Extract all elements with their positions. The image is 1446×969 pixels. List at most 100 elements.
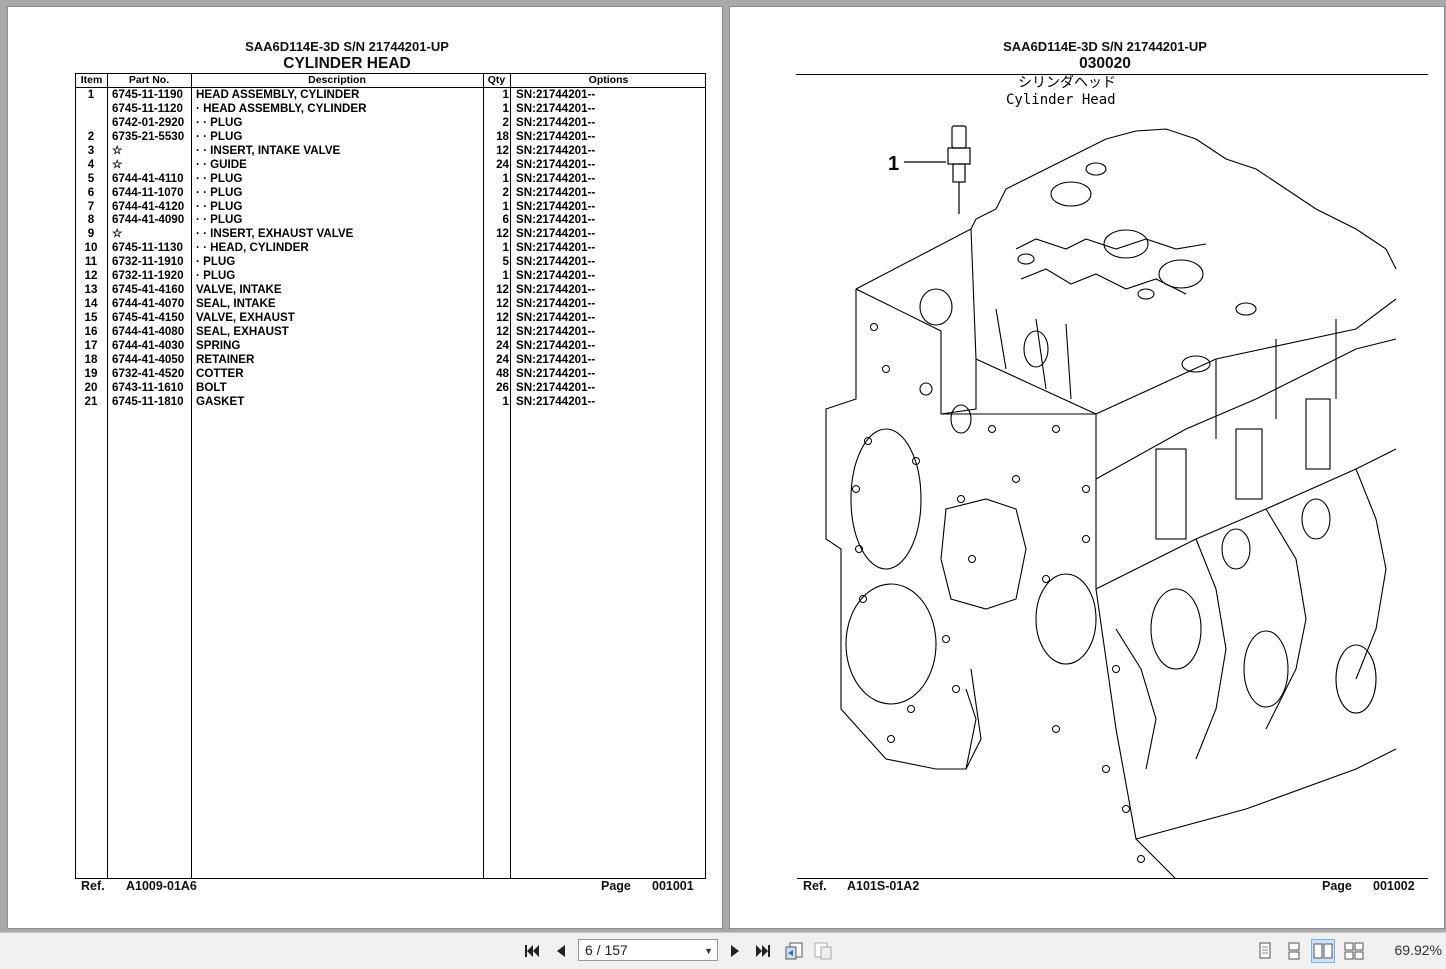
item-cell: 8 [87, 213, 95, 227]
item-cell: 17 [84, 338, 98, 352]
part-no-cell: 6745-11-1120 [112, 101, 183, 115]
col-header-item: Item [80, 74, 103, 86]
description-cell: · · INSERT, EXHAUST VALVE [196, 227, 354, 241]
page-label: Page [601, 879, 631, 893]
part-no-cell: 6745-11-1130 [112, 241, 183, 255]
drawing-code: 030020 [1079, 55, 1131, 72]
part-no-cell: 6745-41-4160 [112, 283, 185, 297]
options-cell: SN:21744201-- [516, 241, 596, 255]
go-forward-button[interactable] [811, 939, 835, 963]
item-cell: 2 [87, 129, 95, 143]
options-cell: SN:21744201-- [516, 338, 596, 352]
viewer-toolbar: 6 / 157 ▼ 69.92% [0, 932, 1446, 969]
description-cell: RETAINER [196, 352, 255, 366]
previous-page-button[interactable] [549, 939, 573, 963]
description-cell: BOLT [196, 380, 227, 394]
qty-cell: 1 [502, 394, 509, 408]
footer-rule [797, 878, 1428, 879]
options-cell: SN:21744201-- [516, 88, 596, 101]
col-header-description: Description [308, 74, 366, 86]
facing-pages-icon [1313, 943, 1333, 959]
qty-cell: 12 [496, 143, 509, 157]
qty-cell: 48 [496, 366, 509, 380]
part-no-cell: 6744-41-4090 [112, 213, 185, 227]
description-cell: COTTER [196, 366, 244, 380]
item-cell: 18 [84, 352, 98, 366]
options-cell: SN:21744201-- [516, 101, 596, 115]
column-divider [510, 74, 511, 878]
facing-view-button[interactable] [1311, 939, 1335, 963]
qty-cell: 12 [496, 283, 509, 297]
go-back-icon [785, 942, 803, 960]
first-page-button[interactable] [520, 939, 544, 963]
zoom-level[interactable]: 69.92% [1394, 942, 1442, 958]
callout-number: 1 [888, 153, 899, 175]
qty-cell: 12 [496, 311, 509, 324]
qty-cell: 1 [502, 269, 509, 283]
continuous-facing-icon [1344, 942, 1364, 960]
continuous-page-icon [1288, 942, 1300, 960]
part-no-cell: 6744-41-4120 [112, 199, 185, 213]
qty-cell: 12 [496, 297, 509, 311]
ref-value: A101S-01A2 [847, 879, 920, 893]
header-rule [796, 74, 1428, 75]
qty-cell: 24 [496, 352, 509, 366]
qty-cell: 12 [496, 227, 509, 241]
item-cell: 14 [84, 297, 98, 311]
part-no-cell: 6744-41-4110 [112, 171, 184, 185]
single-page-icon [1259, 942, 1271, 959]
options-cell: SN:21744201-- [516, 394, 596, 408]
part-no-cell: ☆ [112, 157, 123, 171]
col-header-qty: Qty [487, 74, 506, 86]
qty-cell: 24 [496, 157, 509, 171]
item-cell: 5 [87, 171, 95, 185]
item-cell: 13 [84, 283, 98, 297]
description-cell: SEAL, EXHAUST [196, 324, 289, 338]
options-cell: SN:21744201-- [516, 143, 596, 157]
description-cell: · · PLUG [196, 199, 243, 213]
part-no-cell: 6745-41-4150 [112, 311, 185, 324]
left-page: SAA6D114E-3D S/N 21744201-UP CYLINDER HE… [7, 6, 723, 929]
first-page-icon [525, 945, 539, 957]
column-divider [107, 74, 108, 878]
item-cell: 15 [84, 311, 98, 324]
item-cell: 3 [87, 143, 95, 157]
go-back-button[interactable] [782, 939, 806, 963]
last-page-button[interactable] [751, 939, 775, 963]
options-cell: SN:21744201-- [516, 311, 596, 324]
description-cell: VALVE, EXHAUST [196, 311, 295, 324]
options-cell: SN:21744201-- [516, 129, 596, 143]
page-number-input[interactable]: 6 / 157 ▼ [578, 939, 718, 961]
options-cell: SN:21744201-- [516, 324, 596, 338]
page-label: Page [1322, 879, 1352, 893]
qty-cell: 5 [502, 255, 509, 269]
continuous-view-button[interactable] [1282, 939, 1306, 963]
model-header: SAA6D114E-3D S/N 21744201-UP [1003, 39, 1207, 54]
description-cell: · PLUG [196, 255, 236, 269]
options-cell: SN:21744201-- [516, 227, 596, 241]
part-no-cell: 6745-11-1810 [112, 394, 184, 408]
continuous-facing-view-button[interactable] [1342, 939, 1366, 963]
ref-label: Ref. [803, 879, 827, 893]
qty-cell: 1 [502, 88, 509, 101]
table-row: 15 6745-41-4150 VALVE, EXHAUST 12 SN:2174420… [76, 311, 705, 325]
options-cell: SN:21744201-- [516, 352, 596, 366]
options-cell: SN:21744201-- [516, 115, 596, 129]
description-cell: · · INSERT, INTAKE VALVE [196, 143, 341, 157]
next-page-button[interactable] [723, 939, 747, 963]
description-cell: · · PLUG [196, 185, 243, 199]
qty-cell: 2 [502, 185, 509, 199]
drawing-label-en: Cylinder Head [1006, 92, 1116, 108]
single-page-view-button[interactable] [1253, 939, 1277, 963]
item-cell: 1 [87, 88, 95, 101]
description-cell: · · PLUG [196, 129, 243, 143]
previous-page-icon [557, 945, 565, 957]
item-cell: 20 [84, 380, 98, 394]
item-cell: 9 [87, 227, 95, 241]
model-header: SAA6D114E-3D S/N 21744201-UP [245, 39, 449, 54]
